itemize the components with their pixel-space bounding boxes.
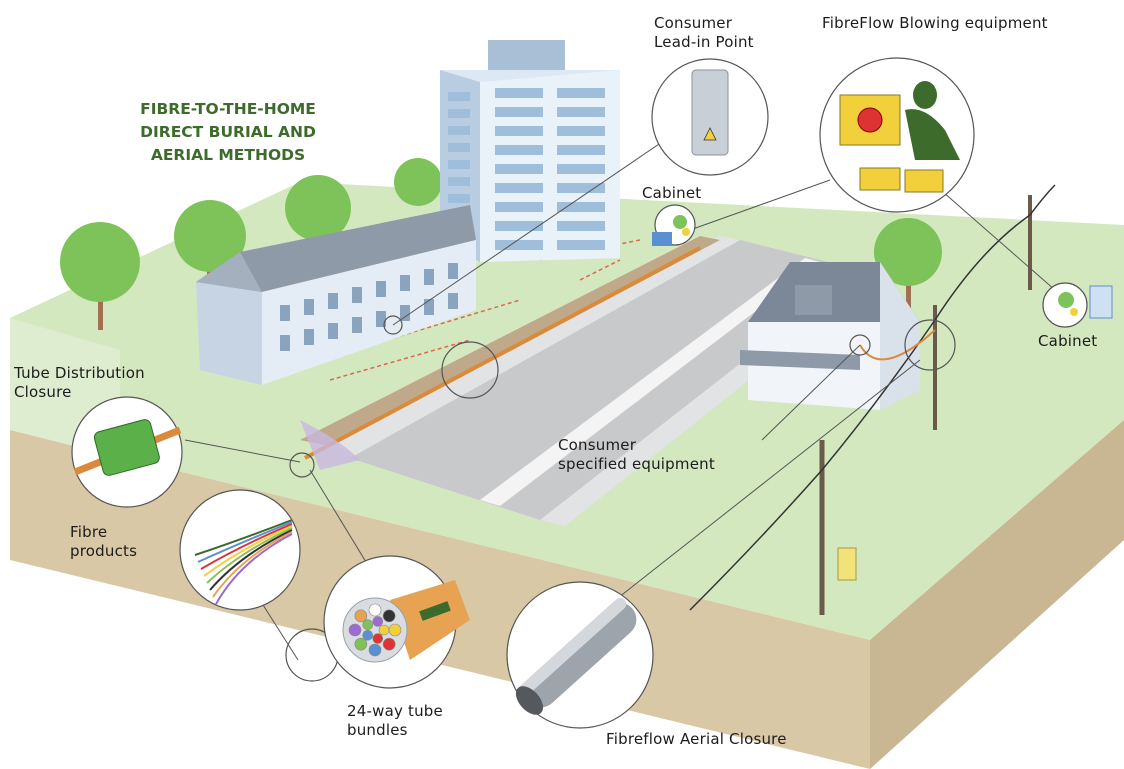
label-fibre-products: Fibre products bbox=[70, 523, 138, 560]
window bbox=[448, 293, 458, 309]
window bbox=[400, 305, 410, 321]
diagram-title: FIBRE-TO-THE-HOME DIRECT BURIAL AND AERI… bbox=[140, 100, 316, 164]
fibre-strand bbox=[215, 533, 293, 605]
fibre-strand bbox=[212, 531, 293, 598]
window bbox=[400, 275, 410, 291]
window bbox=[304, 299, 314, 315]
window bbox=[557, 202, 605, 212]
window bbox=[376, 281, 386, 297]
fibre-strand bbox=[203, 525, 293, 577]
tube bbox=[354, 637, 368, 651]
tube bbox=[382, 609, 396, 623]
terrace-windows bbox=[280, 263, 458, 351]
window bbox=[557, 107, 605, 117]
window bbox=[328, 323, 338, 339]
tube-bundles-inset bbox=[323, 555, 470, 689]
aerial-route bbox=[689, 184, 1056, 615]
window bbox=[495, 164, 543, 174]
fibre-strand bbox=[206, 527, 293, 584]
window bbox=[448, 194, 470, 203]
window bbox=[557, 164, 605, 174]
window bbox=[495, 240, 543, 250]
label-tube-distribution-closure: Tube Distribution Closure bbox=[14, 364, 145, 401]
window bbox=[495, 202, 543, 212]
leader-lines bbox=[184, 139, 1056, 661]
window bbox=[424, 299, 434, 315]
tube bbox=[368, 643, 382, 657]
window bbox=[557, 88, 605, 98]
label-cabinet-center: Cabinet bbox=[642, 184, 702, 202]
tube bbox=[368, 603, 382, 617]
window bbox=[448, 92, 470, 101]
terrace-building bbox=[196, 205, 476, 385]
tube bbox=[372, 616, 384, 627]
window bbox=[448, 160, 470, 169]
label-consumer-lead-in-point: Consumer Lead-in Point bbox=[654, 14, 754, 51]
window bbox=[328, 293, 338, 309]
cabinet-right-inset bbox=[1042, 282, 1113, 328]
tube bbox=[372, 633, 384, 644]
fibre-strands bbox=[194, 519, 293, 605]
window bbox=[280, 305, 290, 321]
cabinet-center-inset bbox=[652, 204, 696, 246]
tube bbox=[388, 623, 402, 637]
bundle-tubes bbox=[348, 603, 402, 657]
window bbox=[495, 145, 543, 155]
label-aerial-closure: Fibreflow Aerial Closure bbox=[606, 730, 787, 748]
window bbox=[448, 177, 470, 186]
trees bbox=[60, 158, 942, 330]
window bbox=[557, 183, 605, 193]
lead-in-point-inset bbox=[651, 58, 769, 176]
window bbox=[448, 126, 470, 135]
window bbox=[557, 126, 605, 136]
window bbox=[495, 221, 543, 231]
tube bbox=[362, 629, 374, 641]
window bbox=[376, 311, 386, 327]
fibre-strand bbox=[200, 523, 293, 570]
tube-distribution-closure-inset bbox=[71, 396, 183, 508]
window bbox=[304, 329, 314, 345]
label-cabinet-right: Cabinet bbox=[1038, 332, 1098, 350]
window bbox=[495, 126, 543, 136]
fibre-products-inset bbox=[179, 489, 301, 611]
fibre-strand bbox=[194, 519, 293, 556]
window bbox=[495, 107, 543, 117]
window bbox=[448, 263, 458, 279]
window bbox=[495, 88, 543, 98]
aerial-closure-inset bbox=[506, 581, 654, 729]
window bbox=[557, 145, 605, 155]
tube bbox=[362, 619, 374, 631]
window bbox=[448, 109, 470, 118]
fibre-strand bbox=[197, 521, 293, 563]
window bbox=[448, 143, 470, 152]
label-tube-bundles: 24-way tube bundles bbox=[347, 702, 443, 739]
window bbox=[280, 335, 290, 351]
tube bbox=[348, 623, 362, 637]
house bbox=[740, 262, 920, 410]
tube bbox=[382, 637, 396, 651]
window bbox=[557, 221, 605, 231]
tube bbox=[354, 609, 368, 623]
window bbox=[352, 287, 362, 303]
window bbox=[495, 183, 543, 193]
blowing-equipment-inset bbox=[819, 57, 975, 213]
tower-windows bbox=[448, 88, 605, 250]
label-blowing-equipment: FibreFlow Blowing equipment bbox=[822, 14, 1048, 32]
window bbox=[352, 317, 362, 333]
label-consumer-specified-equipment: Consumer specified equipment bbox=[558, 436, 715, 473]
tube bbox=[378, 624, 390, 636]
window bbox=[557, 240, 605, 250]
window bbox=[424, 269, 434, 285]
fibre-strand bbox=[209, 529, 293, 591]
